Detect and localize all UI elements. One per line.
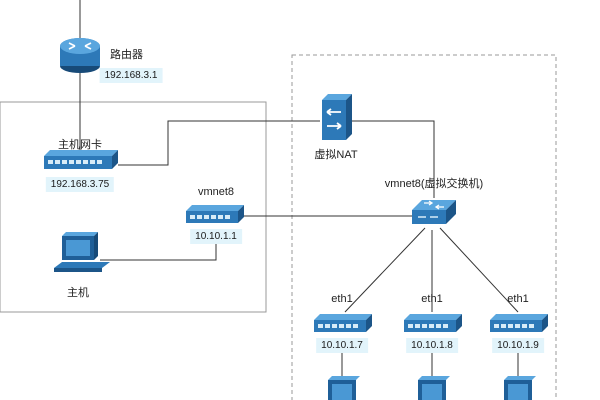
vmnet8-label: vmnet8 — [197, 186, 235, 198]
vm-nic-icon — [490, 314, 548, 332]
vm3-nic-label: eth1 — [507, 293, 529, 305]
switch-vm3-line — [439, 227, 519, 313]
vm-computer-icon — [418, 376, 450, 400]
nat-icon — [322, 94, 352, 140]
vmnet8-ip: 10.10.1.1 — [190, 229, 242, 244]
nic-nat-line — [118, 120, 320, 166]
vm1-ip: 10.10.1.7 — [316, 338, 368, 353]
host-computer-icon — [54, 232, 110, 272]
vswitch-label: vmnet8(虚拟交换机) — [384, 178, 484, 190]
virtual-switch-icon — [412, 200, 456, 224]
host-pc-label: 主机 — [67, 287, 89, 299]
router-label: 路由器 — [110, 49, 143, 61]
nat-label: 虚拟NAT — [314, 149, 358, 161]
vm2-nic-label: eth1 — [421, 293, 443, 305]
vm-computer-icon — [504, 376, 536, 400]
vm1-nic-label: eth1 — [331, 293, 353, 305]
router-icon — [60, 38, 100, 73]
vm3-ip: 10.10.1.9 — [492, 338, 544, 353]
vm-nic-icon — [314, 314, 372, 332]
vm-dashed-box — [291, 54, 557, 400]
host-box — [0, 101, 267, 313]
vmnet8-adapter-icon — [186, 205, 244, 223]
host-nic-icon — [44, 150, 118, 169]
vm-nic-icon — [404, 314, 462, 332]
host-nic-ip: 192.168.3.75 — [45, 177, 115, 192]
vm-computer-icon — [328, 376, 360, 400]
host-nic-label: 主机网卡 — [58, 139, 102, 151]
pc-vmnet8-line — [100, 243, 217, 261]
vm2-ip: 10.10.1.8 — [406, 338, 458, 353]
nat-switch-line — [352, 120, 435, 198]
switch-vm1-line — [344, 227, 426, 313]
router-ip: 192.168.3.1 — [99, 68, 163, 83]
